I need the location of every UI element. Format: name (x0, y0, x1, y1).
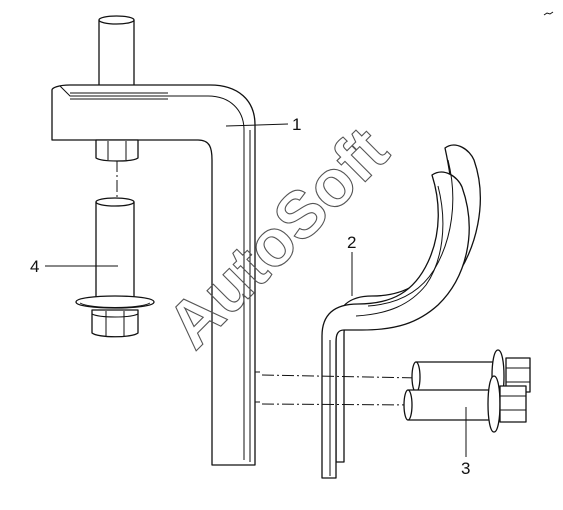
bracket-part (51, 15, 260, 466)
callout-1: 1 (225, 115, 301, 134)
callout-3: 3 (461, 407, 470, 478)
callout-3-label: 3 (461, 459, 470, 478)
callout-2: 2 (347, 233, 356, 296)
callout-4: 4 (30, 257, 118, 276)
clamp-straps-part (321, 144, 481, 479)
callout-4-label: 4 (30, 257, 39, 276)
flange-bolts-part (403, 349, 531, 433)
corner-mark (543, 11, 554, 16)
callout-1-label: 1 (292, 115, 301, 134)
mounting-bolt-part (75, 160, 155, 338)
callout-2-label: 2 (347, 233, 356, 252)
